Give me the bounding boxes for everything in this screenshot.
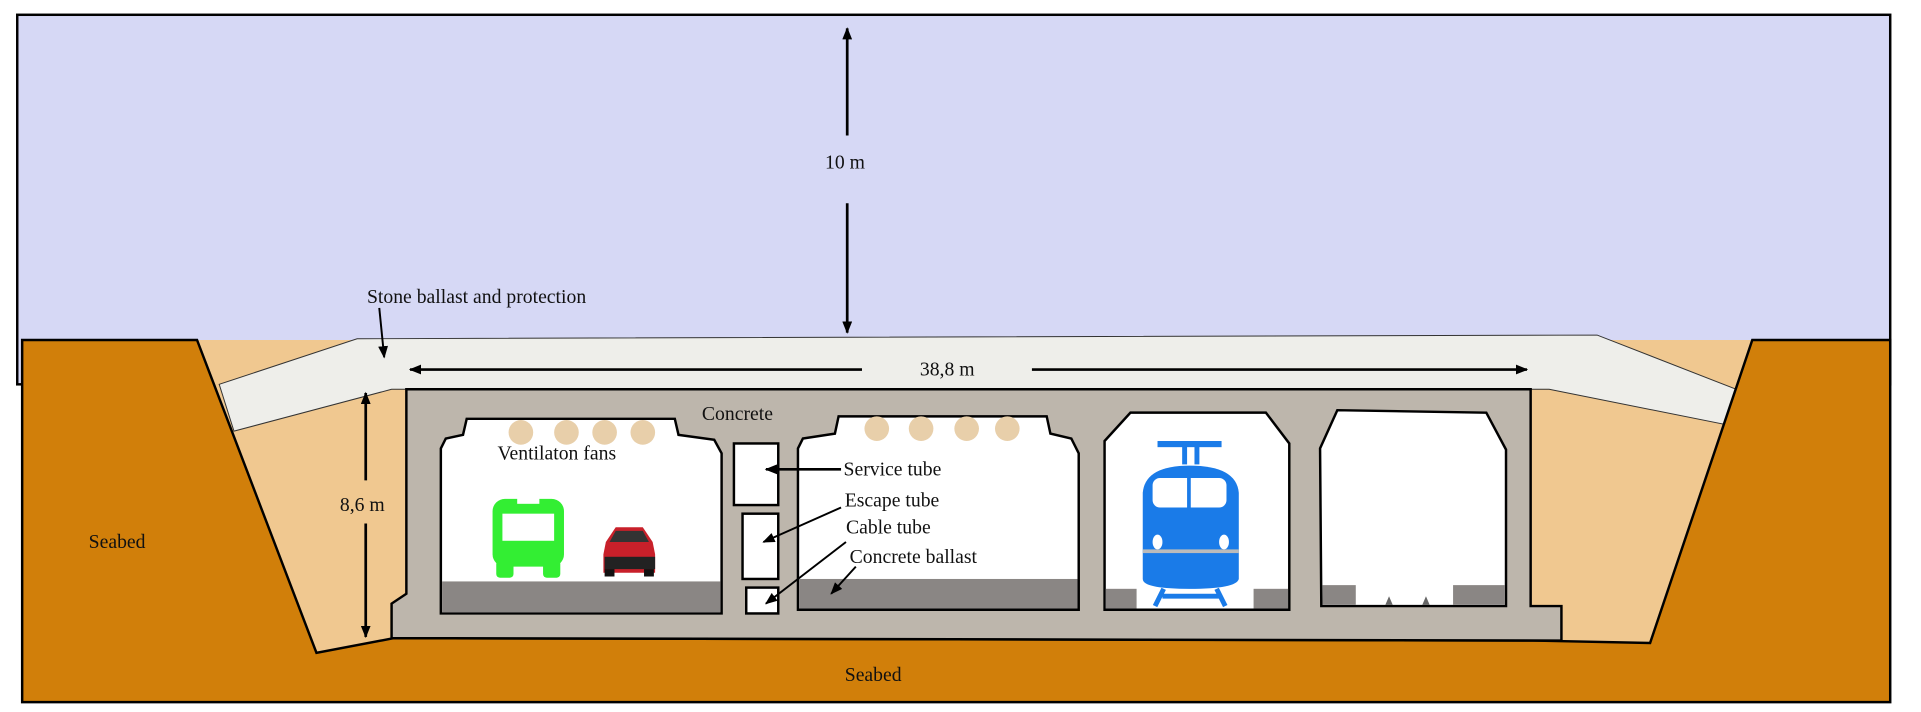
width-label: 38,8 m [920,359,975,381]
train-icon [1142,440,1239,608]
concrete-ballast-pointer [830,565,857,595]
escape-tube [741,512,780,581]
dimension-arrows [360,27,1529,639]
rail-tube [1103,411,1291,611]
stone-ballast-label: Stone ballast and protection [367,286,586,308]
escape-tube-label: Escape tube [845,489,940,511]
road-tube-left [439,417,723,615]
escape-pointer [762,506,842,543]
spare-tube [1318,408,1508,608]
cable-pointer [764,541,847,605]
service-tube-label: Service tube [844,458,942,480]
ventilation-fan-icon [864,416,1020,441]
height-label: 8,6 m [340,494,385,516]
concrete-label: Concrete [702,403,773,425]
cable-tube [745,586,780,615]
concrete-ballast-label: Concrete ballast [850,546,978,568]
ballast-pointer [378,307,388,359]
seabed-left-label: Seabed [89,531,146,553]
car-icon [603,527,656,577]
water [16,13,1892,386]
bus-icon [492,497,564,578]
ventilation-fan-icon [508,420,656,445]
road-tube-right [796,415,1080,611]
service-tube [732,442,780,507]
seabed [20,338,1892,704]
cable-tube-label: Cable tube [846,516,931,538]
depth-label: 10 m [825,152,865,174]
ventilation-label: Ventilaton fans [497,442,616,464]
seabed-bottom-label: Seabed [845,664,902,686]
